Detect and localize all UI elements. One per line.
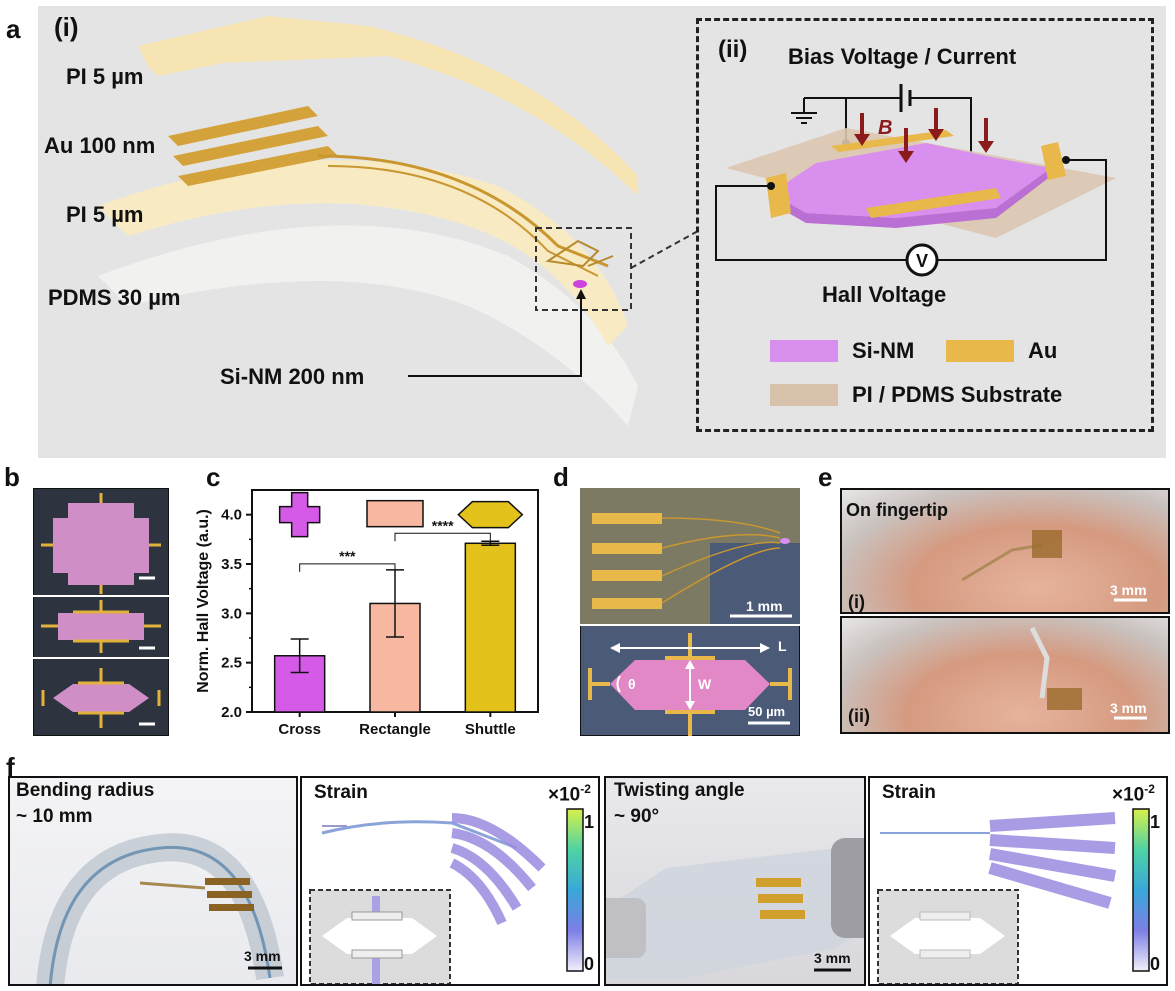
layer-label-pi-top: PI 5 µm bbox=[66, 64, 144, 89]
significance-label: **** bbox=[432, 517, 454, 533]
bar-shuttle bbox=[464, 542, 517, 713]
significance-bracket bbox=[299, 563, 396, 572]
shuttle-shape-icon bbox=[457, 500, 524, 529]
layer-label-au: Au 100 nm bbox=[44, 133, 156, 158]
legend-au-label: Au bbox=[1028, 338, 1058, 363]
colorbar-1-max: 1 bbox=[584, 812, 595, 832]
fingertip-scale-ii: 3 mm bbox=[1110, 700, 1147, 716]
strain-label-2: Strain bbox=[882, 782, 936, 803]
scale-50um: 50 µm bbox=[748, 704, 786, 719]
rectangle-shape-icon bbox=[366, 499, 424, 528]
angle-theta: θ bbox=[628, 676, 636, 692]
panel-a-letter: a bbox=[6, 14, 21, 44]
twist-title-2: ~ 90° bbox=[614, 806, 660, 827]
legend-substrate-swatch bbox=[770, 384, 838, 406]
legend-substrate-label: PI / PDMS Substrate bbox=[852, 382, 1063, 407]
fingertip-photo-ii bbox=[840, 616, 1170, 734]
dimension-W: W bbox=[698, 676, 712, 692]
b-field-label: B bbox=[878, 117, 892, 139]
layer-label-pdms: PDMS 30 µm bbox=[48, 285, 181, 310]
y-tick-label: 2.0 bbox=[221, 704, 242, 721]
significance-label: *** bbox=[339, 548, 356, 564]
colorbar-2-min: 0 bbox=[1150, 954, 1161, 974]
y-axis-label: Norm. Hall Voltage (a.u.) bbox=[195, 509, 212, 693]
scale-1mm: 1 mm bbox=[746, 598, 783, 614]
twisting-photo bbox=[604, 776, 866, 986]
y-tick-label: 2.5 bbox=[221, 655, 242, 672]
colorbar-2 bbox=[1132, 808, 1150, 972]
panel-a-sub-ii: (ii) bbox=[718, 36, 748, 63]
bending-strain-sim bbox=[300, 776, 600, 986]
legend-sinm-label: Si-NM bbox=[852, 338, 915, 363]
significance-bracket bbox=[394, 532, 491, 542]
voltmeter-symbol: V bbox=[916, 251, 928, 271]
x-tick-label: Rectangle bbox=[359, 721, 431, 738]
colorbar-2-max: 1 bbox=[1150, 812, 1161, 832]
bias-label: Bias Voltage / Current bbox=[788, 44, 1017, 69]
colorbar-1 bbox=[566, 808, 584, 972]
dimension-L: L bbox=[778, 638, 787, 654]
y-tick-label: 3.5 bbox=[221, 556, 242, 573]
twisting-strain-sim bbox=[868, 776, 1168, 986]
colorbar-1-min: 0 bbox=[584, 954, 595, 974]
panel-f-letter: f bbox=[6, 752, 15, 782]
panel-c-letter: c bbox=[206, 462, 221, 492]
bend-scale: 3 mm bbox=[244, 948, 281, 964]
colorbar-1-exp: ×10-2 bbox=[548, 782, 591, 806]
twist-title-1: Twisting angle bbox=[614, 780, 745, 801]
legend-au-swatch bbox=[946, 340, 1014, 362]
bend-title-2: ~ 10 mm bbox=[16, 806, 93, 827]
y-tick-label: 3.0 bbox=[221, 605, 242, 622]
panel-d-micrographs bbox=[580, 488, 800, 736]
layer-stack-illustration bbox=[98, 16, 699, 426]
panel-e-letter: e bbox=[818, 462, 833, 492]
legend-sinm-swatch bbox=[770, 340, 838, 362]
x-tick-label: Cross bbox=[278, 721, 321, 738]
bend-title-1: Bending radius bbox=[16, 780, 155, 801]
strain-label-1: Strain bbox=[314, 782, 368, 803]
panel-b-micrographs bbox=[33, 488, 169, 736]
fingertip-scale-i: 3 mm bbox=[1110, 582, 1147, 598]
cross-shape-icon bbox=[278, 491, 321, 538]
fingertip-sub-ii: (ii) bbox=[848, 706, 870, 726]
panel-b-letter: b bbox=[4, 462, 20, 492]
y-tick-label: 4.0 bbox=[221, 507, 242, 524]
panel-a-sub-i: (i) bbox=[54, 12, 79, 42]
bending-photo bbox=[8, 776, 298, 986]
panel-d-letter: d bbox=[553, 462, 569, 492]
layer-label-pi-bottom: PI 5 µm bbox=[66, 202, 144, 227]
fingertip-sub-i: (i) bbox=[848, 592, 865, 612]
panel-a-ii-box bbox=[696, 18, 1154, 432]
fingertip-title: On fingertip bbox=[846, 500, 948, 520]
x-tick-label: Shuttle bbox=[465, 721, 516, 738]
hall-voltage-label: Hall Voltage bbox=[822, 282, 947, 307]
colorbar-2-exp: ×10-2 bbox=[1112, 782, 1155, 806]
sinm-label: Si-NM 200 nm bbox=[220, 364, 365, 389]
fingertip-photo-i bbox=[840, 488, 1170, 614]
twist-scale: 3 mm bbox=[814, 950, 851, 966]
hall-sensor-schematic: V B bbox=[715, 84, 1116, 277]
hall-voltage-bar-chart: 2.0 2.5 3.0 3.5 4.0 Norm. Hall Voltage (a.u.)… bbox=[195, 489, 539, 738]
